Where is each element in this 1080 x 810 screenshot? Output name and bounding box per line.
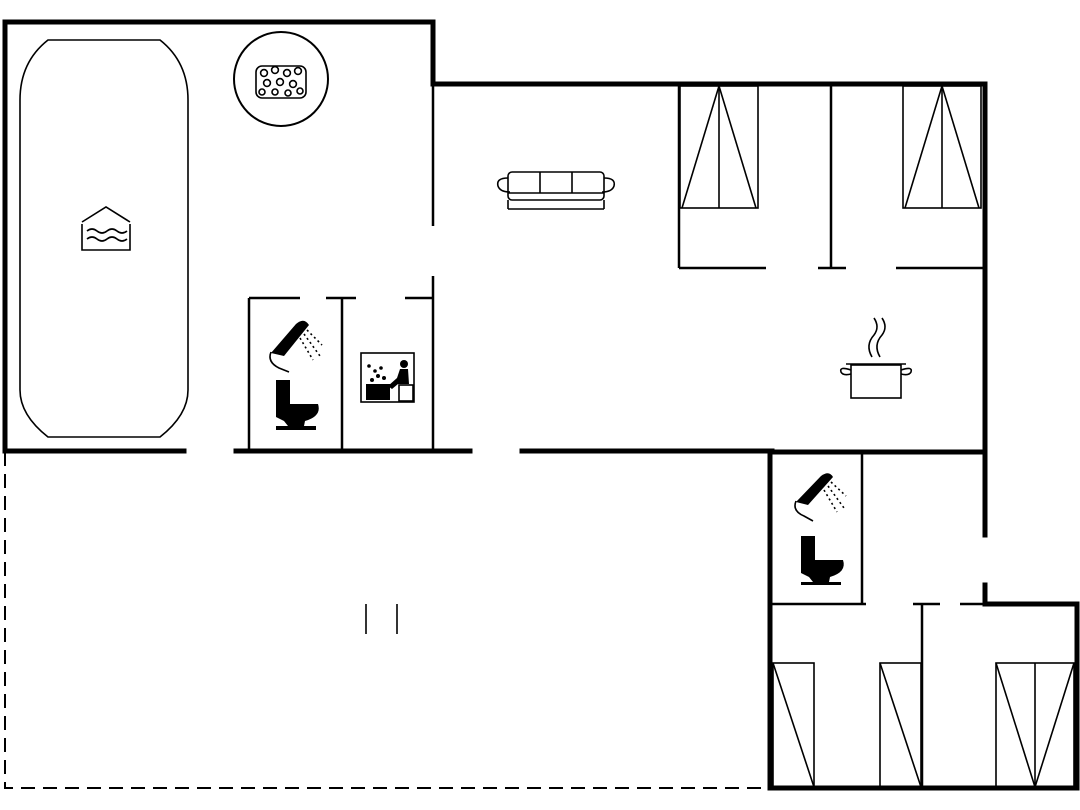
single-bed-icon — [879, 662, 922, 788]
sauna-icon — [360, 352, 415, 403]
sofa-icon — [496, 171, 616, 210]
single-bed-icon — [772, 662, 815, 788]
double-bed-icon — [679, 85, 759, 209]
jacuzzi-icon — [233, 31, 329, 127]
shower-icon — [794, 473, 847, 522]
exterior-walls — [2, 19, 1080, 791]
double-bed-icon — [995, 662, 1075, 788]
toilet-icon — [801, 536, 844, 585]
terrace — [4, 452, 770, 789]
toilet-icon — [276, 380, 319, 430]
cooking-pot-icon — [839, 317, 913, 399]
shower-icon — [269, 320, 323, 373]
pool-icon — [81, 206, 131, 251]
interior-walls — [247, 84, 985, 788]
pool — [19, 39, 189, 438]
double-bed-icon — [902, 85, 982, 209]
